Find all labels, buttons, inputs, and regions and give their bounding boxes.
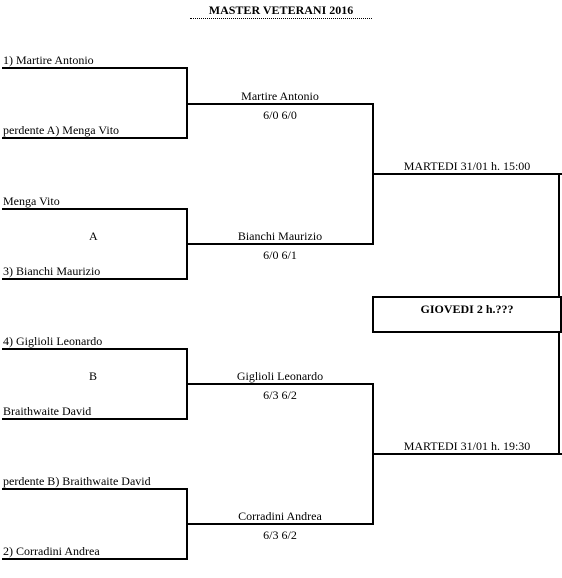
bracket-line xyxy=(2,208,188,210)
bracket-line xyxy=(186,523,374,525)
bracket-line xyxy=(372,173,562,175)
player-slot: perdente B) Braithwaite David xyxy=(3,474,151,488)
page-title: MASTER VETERANI 2016 xyxy=(190,3,372,19)
player-slot: 4) Giglioli Leonardo xyxy=(3,334,103,348)
winner-name: Martire Antonio xyxy=(241,89,319,103)
bracket-line xyxy=(186,383,374,385)
winner-name: Bianchi Maurizio xyxy=(237,229,323,243)
match-score: 6/0 6/1 xyxy=(263,248,297,262)
player-slot: 2) Corradini Andrea xyxy=(3,544,100,558)
match-score: 6/3 6/2 xyxy=(263,388,297,402)
semifinal-schedule-bottom: MARTEDI 31/01 h. 19:30 xyxy=(403,439,531,453)
bracket-line xyxy=(2,278,188,280)
semifinal-schedule-top: MARTEDI 31/01 h. 15:00 xyxy=(403,159,531,173)
final-label: GIOVEDI 2 h.??? xyxy=(420,302,514,316)
player-slot: 3) Bianchi Maurizio xyxy=(3,264,101,278)
bracket-line xyxy=(372,453,562,455)
match-score: 6/0 6/0 xyxy=(263,108,297,122)
match-score: 6/3 6/2 xyxy=(263,528,297,542)
player-slot: 1) Martire Antonio xyxy=(3,53,94,67)
bracket-line xyxy=(2,348,188,350)
player-slot: Menga Vito xyxy=(3,194,60,208)
player-slot: perdente A) Menga Vito xyxy=(3,123,120,137)
bracket-line xyxy=(2,418,188,420)
bracket-line xyxy=(2,67,188,69)
bracket-line xyxy=(2,558,188,560)
winner-name: Corradini Andrea xyxy=(238,509,322,523)
final-box xyxy=(372,296,562,333)
bracket-line xyxy=(2,488,188,490)
match-label: A xyxy=(89,229,98,243)
bracket-line xyxy=(186,103,374,105)
match-label: B xyxy=(89,369,98,383)
bracket-line xyxy=(186,243,374,245)
winner-name: Giglioli Leonardo xyxy=(236,369,324,383)
player-slot: Braithwaite David xyxy=(3,404,92,418)
bracket-line xyxy=(2,137,188,139)
